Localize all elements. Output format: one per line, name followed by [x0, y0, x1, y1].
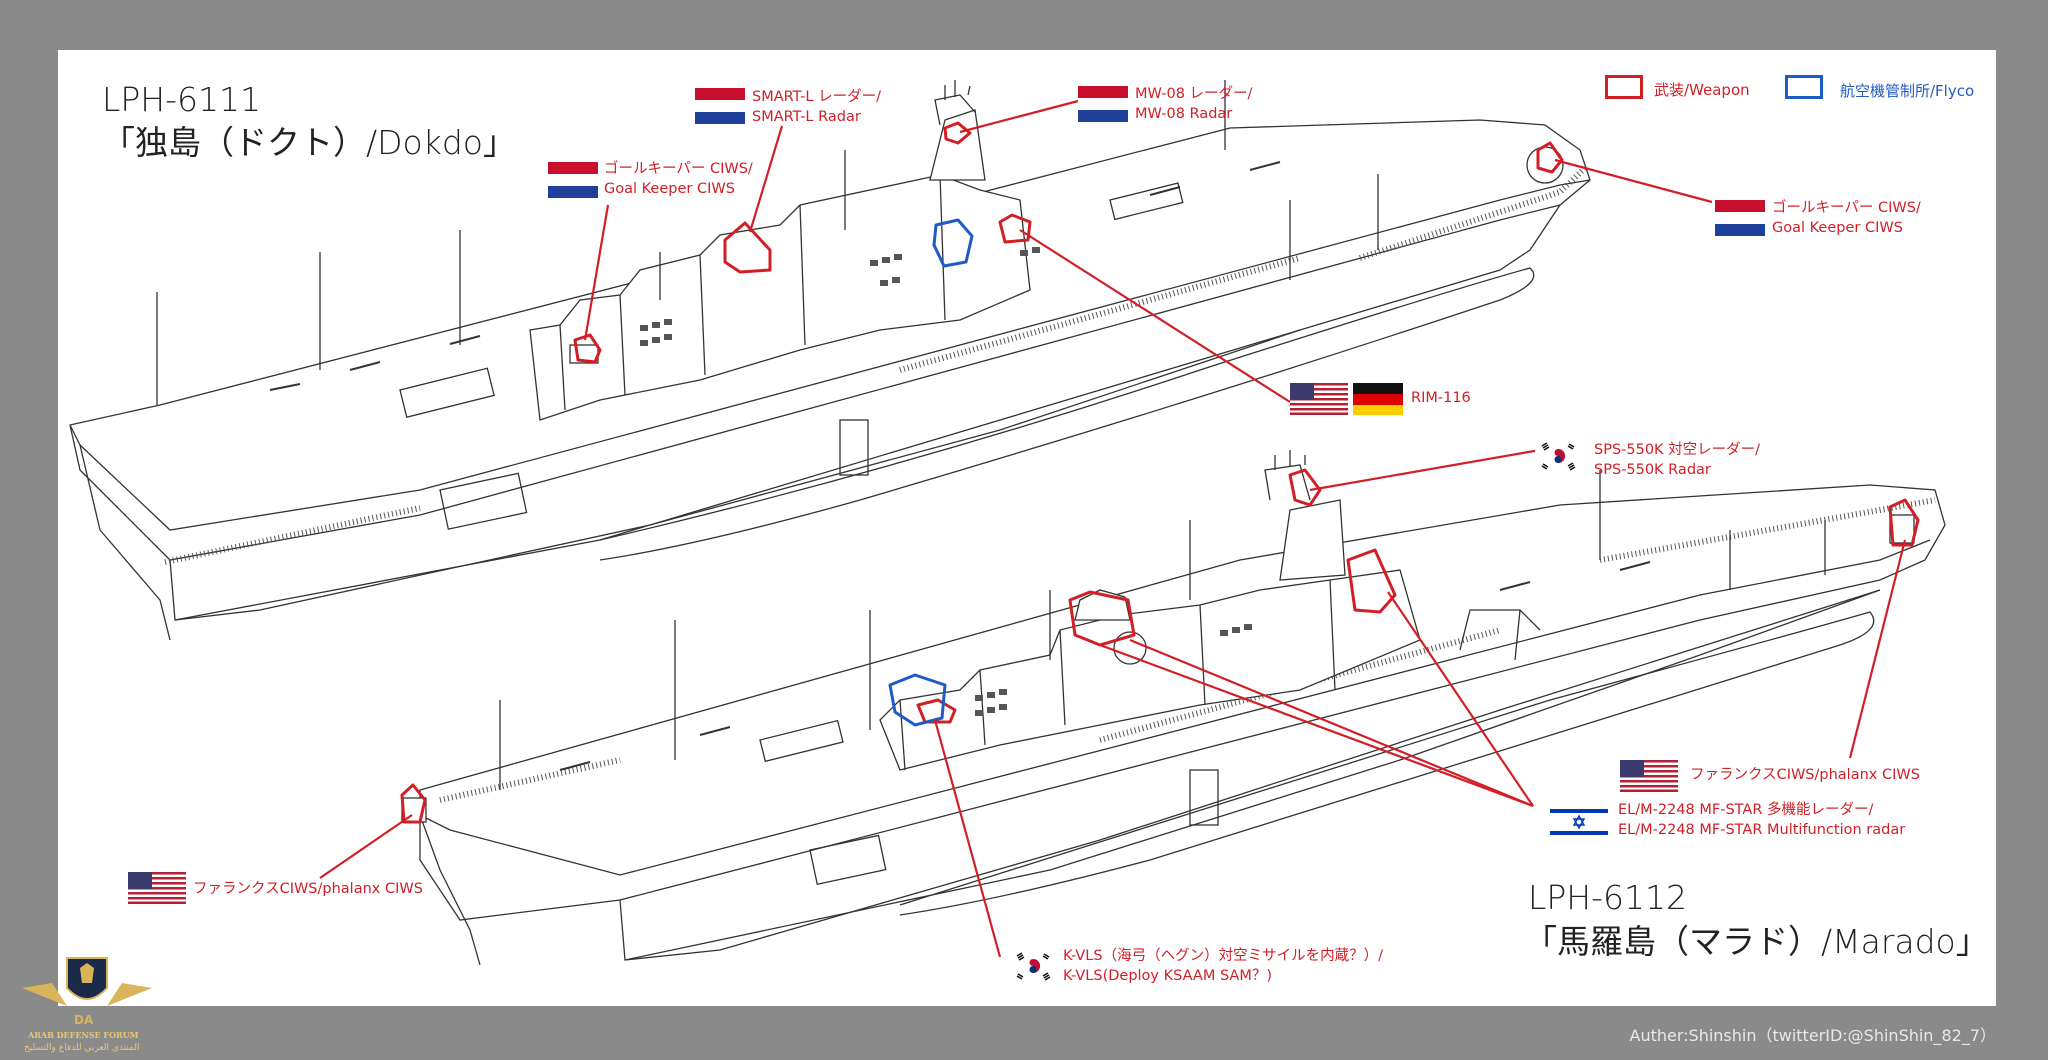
flag-netherlands-icon: [1078, 86, 1128, 122]
forum-arabic-name: المنتدى العربي للدفاع والتسليح: [24, 1043, 140, 1053]
flag-israel-icon: [1550, 806, 1608, 838]
mw08-outline: [943, 121, 972, 145]
mw08-label: MW-08 レーダー/MW-08 Radar: [1135, 86, 1253, 122]
ship1-name: 「独島（ドクト）/Dokdo」: [102, 123, 516, 162]
ship1-designation: LPH-6111: [102, 80, 261, 119]
phalanx-aft-label: ファランクスCIWS/phalanx CIWS: [1690, 767, 1920, 783]
legend-flyco-box: [1785, 75, 1823, 99]
goalkeeper-fwd-label: ゴールキーパー CIWS/Goal Keeper CIWS: [604, 161, 753, 197]
smart-l-label: SMART-L レーダー/SMART-L Radar: [752, 89, 881, 125]
phalanx-aft-outline: [400, 783, 427, 824]
goalkeeper-fwd-outline: [573, 333, 602, 364]
flag-germany-icon: [1353, 383, 1403, 415]
ship-marado: [401, 450, 1946, 966]
flag-netherlands-icon: [695, 88, 745, 124]
legend-weapon-label: 武装/Weapon: [1654, 81, 1750, 99]
flag-south-korea-icon: [1535, 440, 1581, 472]
ship2-name: 「馬羅島（マラド）/Marado」: [1524, 922, 1989, 961]
flag-netherlands-icon: [1715, 200, 1765, 236]
mfstar-label: EL/M-2248 MF-STAR 多機能レーダー/EL/M-2248 MF-S…: [1618, 802, 1906, 838]
goalkeeper-aft-outline: [1536, 141, 1564, 174]
phalanx-fwd-label: ファランクスCIWS/phalanx CIWS: [193, 881, 423, 897]
legend-flyco-label: 航空機管制所/Flyco: [1840, 82, 1975, 100]
phalanx-fwd-outline: [1888, 498, 1920, 547]
flyco-marado-outline: [888, 673, 947, 727]
sps550k-label: SPS-550K 対空レーダー/SPS-550K Radar: [1594, 442, 1761, 478]
author-credit: Auther:Shinshin（twitterID:@ShinShin_82_7…: [1629, 1026, 1997, 1045]
flyco-dokdo-outline: [932, 218, 974, 268]
flag-usa-icon: [128, 872, 186, 904]
kvls-outline: [916, 698, 957, 724]
mfstar-fwd-outline: [1068, 590, 1136, 647]
forum-name: ARAB DEFENSE FORUM: [28, 1030, 139, 1040]
mfstar-aft-outline: [1346, 548, 1397, 614]
goalkeeper-aft-label: ゴールキーパー CIWS/Goal Keeper CIWS: [1772, 200, 1921, 236]
rim116-outline: [998, 213, 1032, 244]
ship2-designation: LPH-6112: [1528, 878, 1687, 917]
flag-south-korea-icon: [1010, 950, 1056, 982]
flag-usa-icon: [1290, 383, 1348, 415]
flag-usa-icon: [1620, 760, 1678, 792]
legend-weapon-box: [1605, 75, 1643, 99]
smart-l-outline: [723, 221, 772, 274]
flag-netherlands-icon: [548, 162, 598, 198]
sps550k-outline: [1288, 468, 1322, 507]
arab-defense-forum-logo: DA: [22, 957, 152, 1027]
ship-dokdo: [69, 80, 1591, 641]
kvls-label: K-VLS（海弓（ヘグン）対空ミサイルを内蔵？）/K-VLS(Deploy KS…: [1063, 948, 1383, 984]
rim116-label: RIM-116: [1411, 390, 1471, 406]
svg-text:DA: DA: [74, 1013, 94, 1027]
